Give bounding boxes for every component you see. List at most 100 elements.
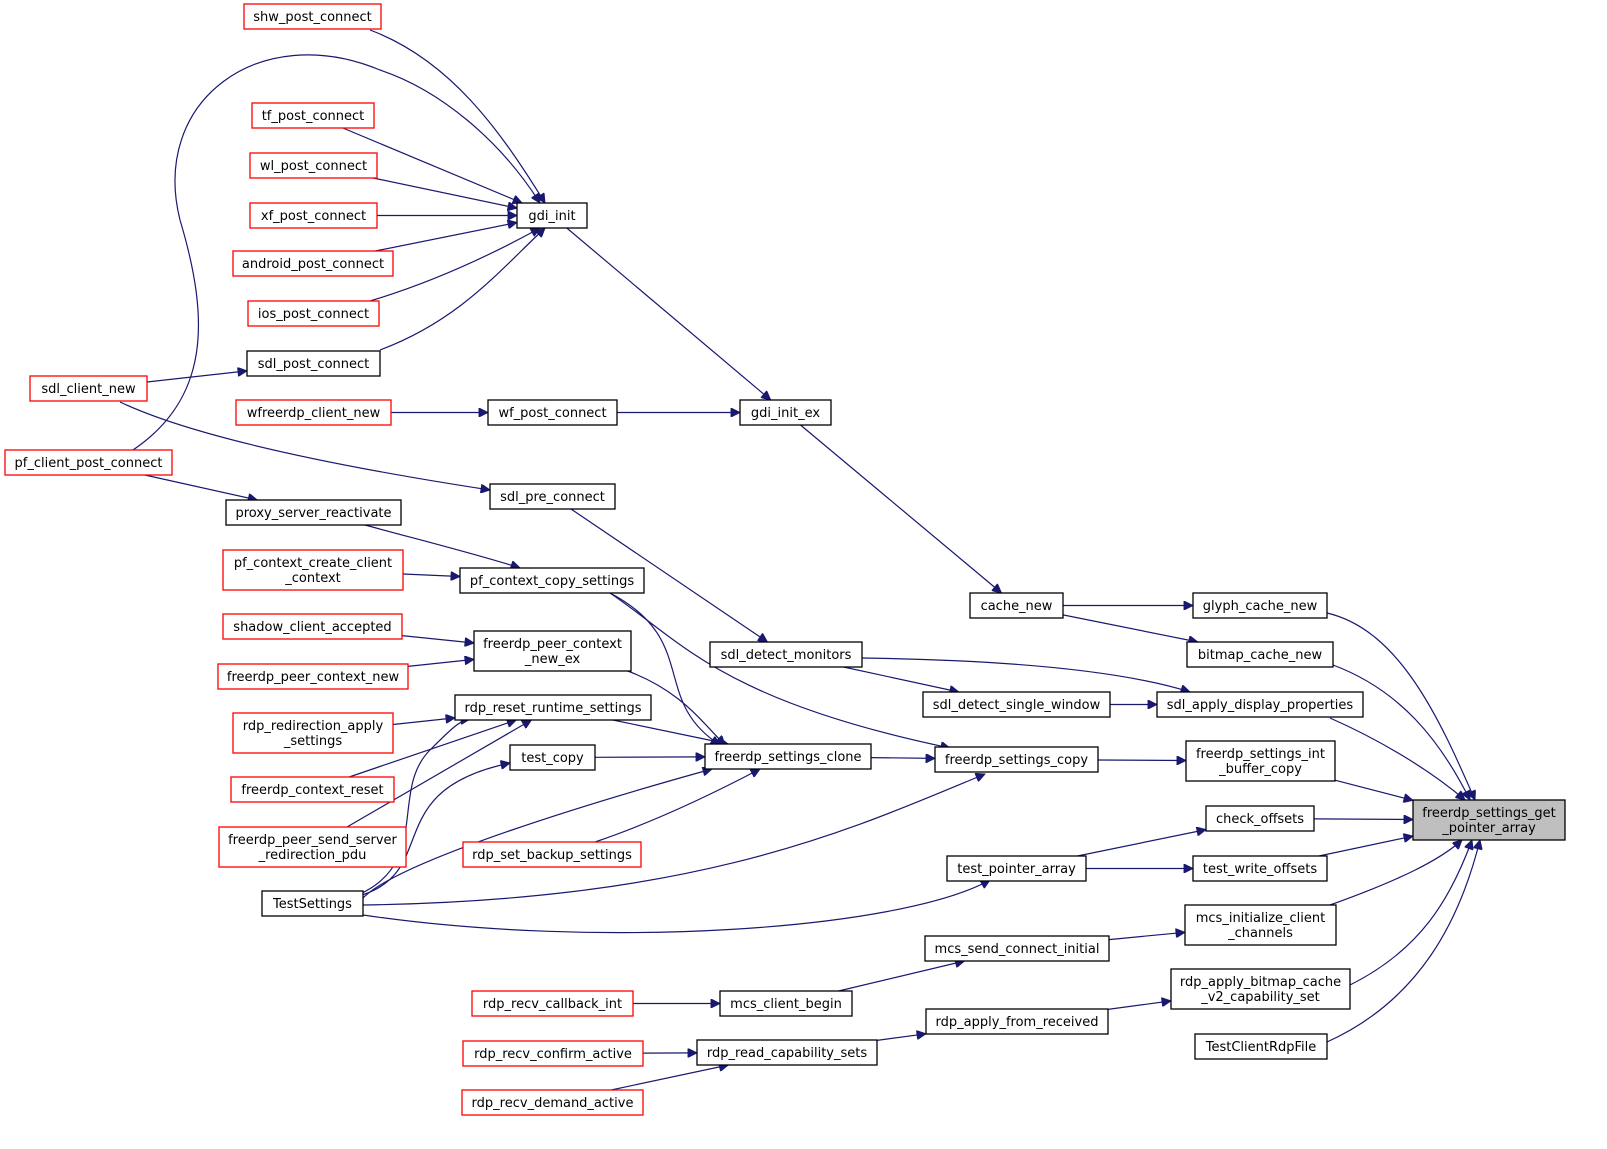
node-box[interactable] — [461, 1089, 644, 1116]
node-box[interactable] — [29, 375, 148, 402]
node-gdi_init[interactable]: gdi_init — [516, 202, 588, 229]
node-box[interactable] — [232, 250, 394, 277]
node-check_offsets[interactable]: check_offsets — [1205, 805, 1315, 832]
node-freerdp_peer_send_server_redirection_pdu[interactable]: freerdp_peer_send_server_redirection_pdu — [218, 826, 407, 868]
node-box[interactable] — [243, 3, 382, 30]
node-shw_post_connect[interactable]: shw_post_connect — [243, 3, 382, 30]
node-sdl_post_connect[interactable]: sdl_post_connect — [246, 350, 381, 377]
node-box[interactable] — [218, 826, 407, 868]
node-wf_post_connect[interactable]: wf_post_connect — [487, 399, 618, 426]
node-test_copy[interactable]: test_copy — [509, 744, 596, 771]
node-rdp_read_capability_sets[interactable]: rdp_read_capability_sets — [696, 1039, 878, 1066]
node-box[interactable] — [473, 630, 632, 672]
node-freerdp_settings_int_buffer_copy[interactable]: freerdp_settings_int_buffer_copy — [1185, 740, 1336, 782]
node-box[interactable] — [924, 935, 1110, 962]
node-box[interactable] — [4, 449, 173, 476]
node-root[interactable]: freerdp_settings_get_pointer_array — [1412, 799, 1566, 841]
node-sdl_detect_single_window[interactable]: sdl_detect_single_window — [922, 691, 1111, 718]
node-mcs_client_begin[interactable]: mcs_client_begin — [719, 990, 853, 1017]
node-rdp_recv_demand_active[interactable]: rdp_recv_demand_active — [461, 1089, 644, 1116]
node-rdp_set_backup_settings[interactable]: rdp_set_backup_settings — [462, 841, 642, 868]
node-box[interactable] — [222, 549, 404, 591]
node-bitmap_cache_new[interactable]: bitmap_cache_new — [1186, 641, 1334, 668]
node-box[interactable] — [969, 592, 1064, 619]
node-TestSettings[interactable]: TestSettings — [261, 890, 364, 917]
node-shadow_client_accepted[interactable]: shadow_client_accepted — [222, 613, 403, 640]
node-pf_context_copy_settings[interactable]: pf_context_copy_settings — [459, 567, 645, 594]
node-box[interactable] — [459, 567, 645, 594]
node-box[interactable] — [489, 483, 616, 510]
node-box[interactable] — [232, 712, 394, 754]
node-freerdp_settings_clone[interactable]: freerdp_settings_clone — [704, 743, 872, 770]
node-android_post_connect[interactable]: android_post_connect — [232, 250, 394, 277]
node-freerdp_peer_context_new_ex[interactable]: freerdp_peer_context_new_ex — [473, 630, 632, 672]
node-glyph_cache_new[interactable]: glyph_cache_new — [1192, 592, 1328, 619]
node-box[interactable] — [235, 399, 392, 426]
node-box[interactable] — [1186, 641, 1334, 668]
node-box[interactable] — [1192, 592, 1328, 619]
node-box[interactable] — [509, 744, 596, 771]
node-box[interactable] — [462, 1040, 644, 1067]
node-rdp_redirection_apply_settings[interactable]: rdp_redirection_apply_settings — [232, 712, 394, 754]
node-mcs_initialize_client_channels[interactable]: mcs_initialize_client_channels — [1184, 904, 1337, 946]
node-box[interactable] — [1205, 805, 1315, 832]
node-pf_client_post_connect[interactable]: pf_client_post_connect — [4, 449, 173, 476]
node-test_pointer_array[interactable]: test_pointer_array — [946, 855, 1087, 882]
node-rdp_reset_runtime_settings[interactable]: rdp_reset_runtime_settings — [454, 694, 652, 721]
node-box[interactable] — [739, 399, 832, 426]
node-box[interactable] — [249, 152, 378, 179]
node-wfreerdp_client_new[interactable]: wfreerdp_client_new — [235, 399, 392, 426]
node-box[interactable] — [925, 1008, 1109, 1035]
node-box[interactable] — [719, 990, 853, 1017]
node-cache_new[interactable]: cache_new — [969, 592, 1064, 619]
node-box[interactable] — [222, 613, 403, 640]
node-ios_post_connect[interactable]: ios_post_connect — [247, 300, 380, 327]
node-box[interactable] — [230, 776, 395, 803]
node-box[interactable] — [922, 691, 1111, 718]
node-box[interactable] — [246, 350, 381, 377]
node-box[interactable] — [696, 1039, 878, 1066]
node-box[interactable] — [516, 202, 588, 229]
node-box[interactable] — [454, 694, 652, 721]
node-box[interactable] — [487, 399, 618, 426]
node-freerdp_settings_copy[interactable]: freerdp_settings_copy — [934, 746, 1099, 773]
node-box[interactable] — [1194, 1033, 1328, 1060]
node-box[interactable] — [261, 890, 364, 917]
node-box[interactable] — [462, 841, 642, 868]
node-box[interactable] — [709, 641, 863, 668]
node-box[interactable] — [704, 743, 872, 770]
node-sdl_detect_monitors[interactable]: sdl_detect_monitors — [709, 641, 863, 668]
node-rdp_apply_bitmap_cache_v2_capability_set[interactable]: rdp_apply_bitmap_cache_v2_capability_set — [1170, 968, 1351, 1010]
node-mcs_send_connect_initial[interactable]: mcs_send_connect_initial — [924, 935, 1110, 962]
node-box[interactable] — [934, 746, 1099, 773]
node-wl_post_connect[interactable]: wl_post_connect — [249, 152, 378, 179]
node-box[interactable] — [1156, 691, 1364, 718]
node-sdl_apply_display_properties[interactable]: sdl_apply_display_properties — [1156, 691, 1364, 718]
node-box[interactable] — [225, 499, 402, 526]
node-pf_context_create_client_context[interactable]: pf_context_create_client_context — [222, 549, 404, 591]
node-xf_post_connect[interactable]: xf_post_connect — [249, 202, 378, 229]
node-proxy_server_reactivate[interactable]: proxy_server_reactivate — [225, 499, 402, 526]
node-box[interactable] — [946, 855, 1087, 882]
node-box[interactable] — [1412, 799, 1566, 841]
node-box[interactable] — [1192, 855, 1328, 882]
node-tf_post_connect[interactable]: tf_post_connect — [251, 102, 375, 129]
node-freerdp_peer_context_new[interactable]: freerdp_peer_context_new — [217, 663, 409, 690]
node-rdp_recv_confirm_active[interactable]: rdp_recv_confirm_active — [462, 1040, 644, 1067]
node-box[interactable] — [249, 202, 378, 229]
node-sdl_pre_connect[interactable]: sdl_pre_connect — [489, 483, 616, 510]
node-TestClientRdpFile[interactable]: TestClientRdpFile — [1194, 1033, 1328, 1060]
node-box[interactable] — [217, 663, 409, 690]
node-rdp_recv_callback_int[interactable]: rdp_recv_callback_int — [471, 990, 634, 1017]
node-box[interactable] — [471, 990, 634, 1017]
node-box[interactable] — [251, 102, 375, 129]
node-box[interactable] — [1184, 904, 1337, 946]
node-box[interactable] — [1170, 968, 1351, 1010]
node-rdp_apply_from_received[interactable]: rdp_apply_from_received — [925, 1008, 1109, 1035]
node-gdi_init_ex[interactable]: gdi_init_ex — [739, 399, 832, 426]
node-box[interactable] — [1185, 740, 1336, 782]
node-sdl_client_new[interactable]: sdl_client_new — [29, 375, 148, 402]
node-test_write_offsets[interactable]: test_write_offsets — [1192, 855, 1328, 882]
node-freerdp_context_reset[interactable]: freerdp_context_reset — [230, 776, 395, 803]
node-box[interactable] — [247, 300, 380, 327]
